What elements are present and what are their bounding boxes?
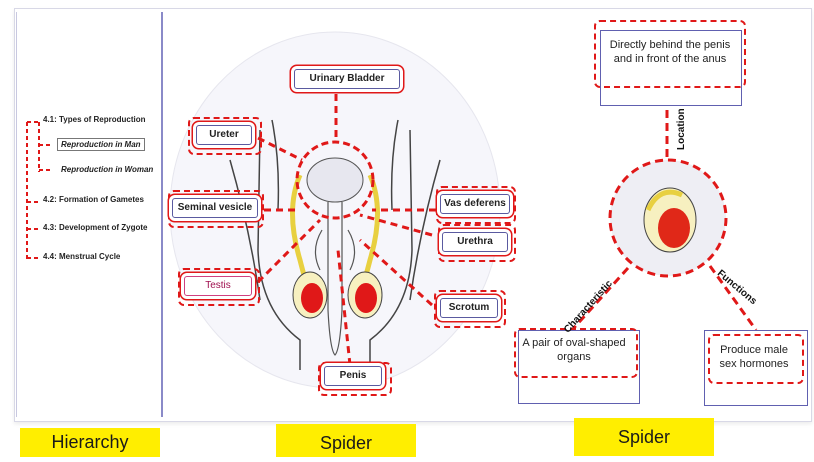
location-branch-label: Location [676,108,687,150]
hierarchy-item-gametes: 4.2: Formation of Gametes [43,195,144,204]
bladder-shape [307,158,363,202]
hierarchy-panel: 4.1: Types of Reproduction Reproduction … [16,12,163,417]
label-ureter: Ureter [196,125,252,145]
label-penis: Penis [324,366,382,386]
hierarchy-item-types: 4.1: Types of Reproduction [43,115,146,124]
hierarchy-item-menstrual: 4.4: Menstrual Cycle [43,252,120,261]
characteristic-text: A pair of oval-shaped organs [518,336,630,364]
location-text: Directly behind the penis and in front o… [602,38,738,66]
footer-tag-spider-left: Spider [276,424,416,457]
label-vas-deferens: Vas deferens [440,194,510,214]
label-testis: Testis [184,276,252,296]
label-seminal-vesicle: Seminal vesicle [172,198,258,218]
hierarchy-connectors [17,12,161,417]
label-urinary-bladder: Urinary Bladder [294,69,400,89]
label-urethra: Urethra [442,232,508,252]
testis-closeup [644,188,696,252]
hierarchy-item-woman: Reproduction in Woman [61,165,153,174]
hierarchy-item-zygote: 4.3: Development of Zygote [43,223,147,232]
hierarchy-item-man: Reproduction in Man [57,138,145,151]
footer-tag-spider-right: Spider [574,418,714,456]
label-scrotum: Scrotum [440,298,498,318]
footer-tag-hierarchy: Hierarchy [20,428,160,457]
functions-text: Produce male sex hormones [712,343,796,371]
